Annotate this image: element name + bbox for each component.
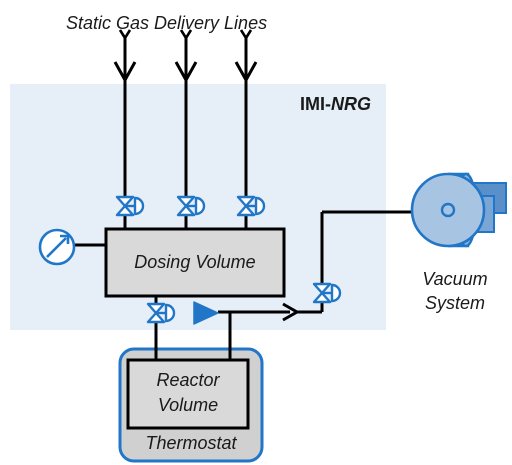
reactor-volume-box [126,358,250,430]
brand-suffix: NRG [331,94,371,114]
flow-arrow-icon [282,302,301,322]
pressure-gauge-icon [38,228,76,266]
vacuum-pump-icon [410,172,507,248]
sensor-triangle-icon [193,301,219,325]
brand-label: IMI-NRG [300,94,371,115]
inlet-valves [115,195,266,217]
valve-icon[interactable] [146,302,176,324]
vacuum-line-1: Vacuum [422,269,488,289]
reactor-line-2: Volume [157,395,219,415]
thermostat-label: Thermostat [145,433,237,453]
arrow-down-icon [234,61,258,84]
reactor-line-1: Reactor [156,370,220,390]
valve-icon[interactable] [115,195,145,217]
dosing-volume-box [104,227,286,298]
reactor-volume-label: Reactor Volume [128,368,248,418]
valve-icon[interactable] [236,195,266,217]
vacuum-line-2: System [424,293,485,313]
valve-icon[interactable] [176,195,206,217]
brand-prefix: IMI- [300,94,331,114]
arrow-down-icon [113,61,137,84]
arrow-down-icon [174,61,198,84]
valve-icon[interactable] [312,282,342,304]
gas-inlet-arrows [113,61,258,84]
gas-lines-title: Static Gas Delivery Lines [66,13,268,33]
vacuum-system-label: Vacuum System [410,267,500,315]
dosing-volume-label: Dosing Volume [134,252,256,272]
